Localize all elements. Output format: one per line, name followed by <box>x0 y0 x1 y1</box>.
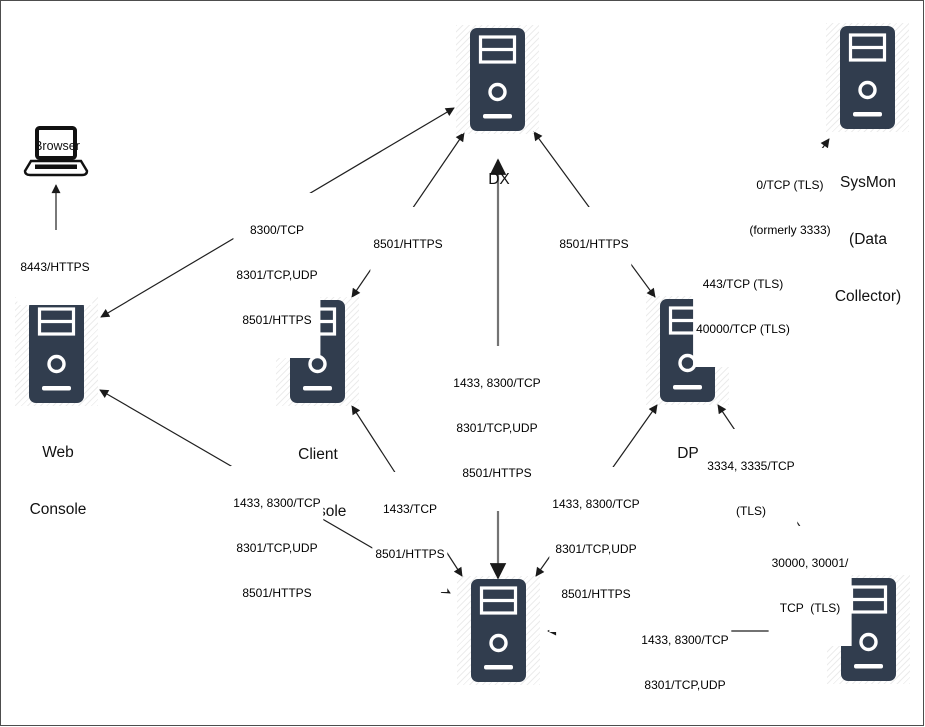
edge-label-clientconsole-dx: 8501/HTTPS <box>370 207 446 282</box>
edge-label-dp-dx: 8501/HTTPS <box>556 207 632 282</box>
edge-label-clientconsole-pm: 1433/TCP 8501/HTTPS <box>372 472 448 592</box>
node-label-web-console: Web Console <box>29 444 87 518</box>
edge-label-sysmon-dp-lower: 443/TCP (TLS) 40000/TCP (TLS) <box>693 247 793 367</box>
node-label-sysmon: SysMon (Data Collector) <box>834 174 902 305</box>
laptop-icon <box>23 126 89 177</box>
node-label-browser: Browser <box>34 109 80 184</box>
edge-label-pm-aiengine: 1433, 8300/TCP 8301/TCP,UDP 8501/HTTPS <box>638 603 732 725</box>
node-label-dx: DX <box>488 171 510 188</box>
server-icon-dx <box>470 28 525 131</box>
edge-label-pm-dx: 1433, 8300/TCP 8301/TCP,UDP 8501/HTTPS <box>450 346 544 511</box>
server-icon-pm <box>471 579 526 682</box>
server-icon-web-console <box>29 300 84 403</box>
node-label-pm: PM <box>487 686 510 725</box>
node-label-dp: DP <box>677 445 699 462</box>
browser-label-line: Browser <box>34 139 80 153</box>
server-icon-sysmon <box>840 26 895 129</box>
edge-label-dp-aiengine-lower: 30000, 30001/ TCP (TLS) <box>768 526 852 646</box>
edge-label-webconsole-dx: 8300/TCP 8301/TCP,UDP 8501/HTTPS <box>233 193 321 358</box>
node-label-ai-engine: AI Engine <box>835 686 902 725</box>
edge-label-browser-webconsole: 8443/HTTPS <box>17 230 93 305</box>
server-icon-ai-engine <box>841 578 896 681</box>
edge-label-dp-pm: 1433, 8300/TCP 8301/TCP,UDP 8501/HTTPS <box>549 467 643 632</box>
edge-label-webconsole-pm: 1433, 8300/TCP 8301/TCP,UDP 8501/HTTPS <box>230 466 324 631</box>
